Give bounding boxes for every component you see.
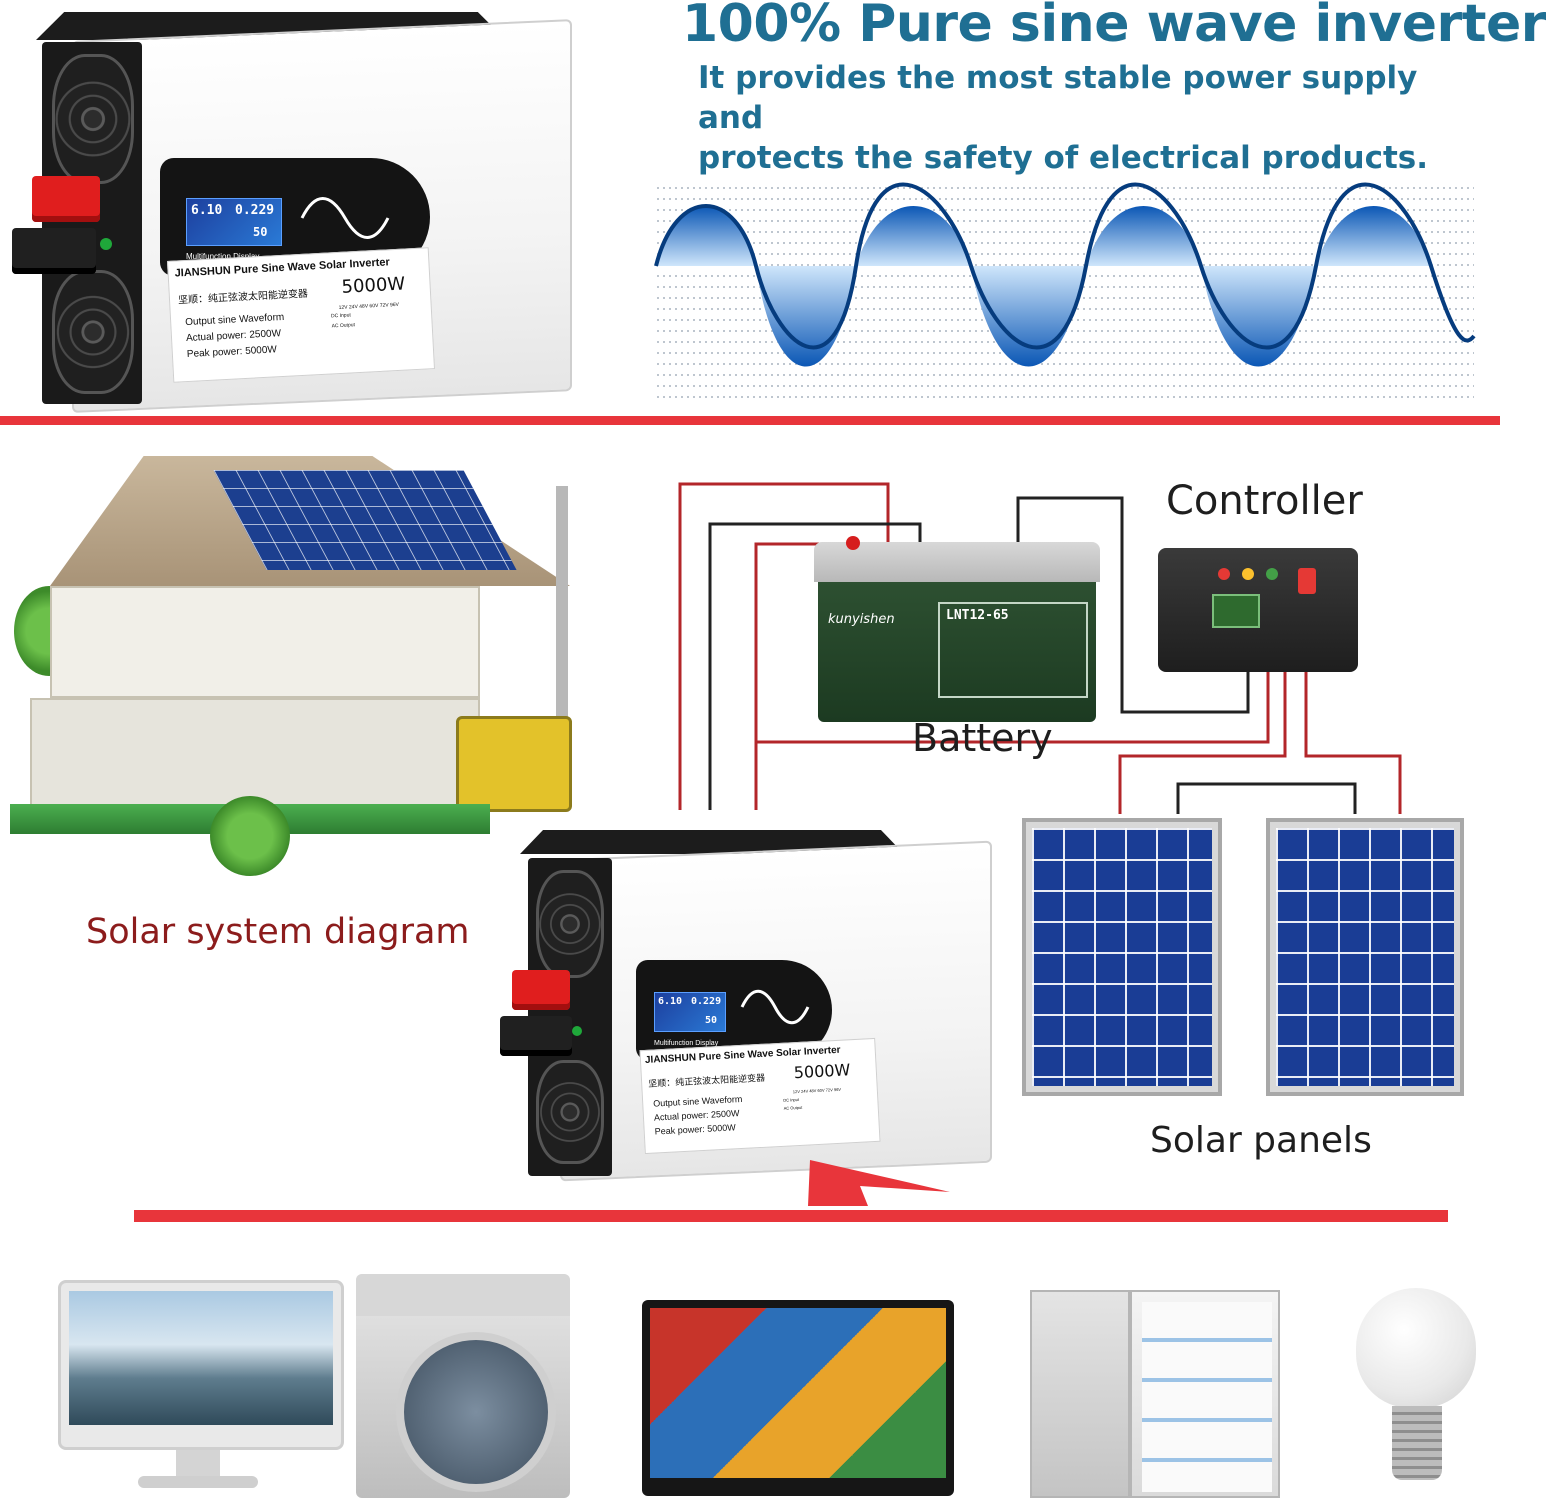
controller-led-green <box>1266 568 1278 580</box>
dc-input: DC Input <box>783 1096 800 1103</box>
television <box>642 1300 954 1496</box>
negative-terminal <box>12 228 96 274</box>
battery-plate: LNT12-65 <box>938 602 1088 698</box>
controller-led-yellow <box>1242 568 1254 580</box>
solar-cells <box>1032 828 1212 1086</box>
sine-wave-graphic <box>654 182 1476 400</box>
lcd-right-value: 0.229 <box>691 996 722 1007</box>
washer-panel <box>356 1274 570 1316</box>
ac-output: AC Output <box>331 322 356 330</box>
solar-diagram-section: Solar system diagram Controller kunyishe… <box>0 426 1500 1196</box>
solar-system-label: Solar system diagram <box>86 912 470 952</box>
refrigerator-open <box>1130 1290 1280 1498</box>
charge-controller <box>1158 548 1358 672</box>
power-led <box>572 1026 582 1036</box>
battery-brand: kunyishen <box>828 612 895 627</box>
spec-label-card: JIANSHUN Pure Sine Wave Solar Inverter 坚… <box>639 1037 881 1155</box>
inverter-mini <box>456 716 572 812</box>
solar-cells <box>1276 828 1454 1086</box>
top-section: 6.10 0.229 50 Multifunction Display JIAN… <box>0 0 1546 415</box>
dc-input: DC Input <box>330 312 351 320</box>
arrow-icon <box>808 1160 950 1206</box>
appliances-row <box>0 1240 1500 1500</box>
spec-peak: Peak power: 5000W <box>186 344 278 361</box>
negative-terminal <box>500 1016 572 1056</box>
bulb-base <box>1392 1406 1442 1480</box>
spec-actual: Actual power: 2500W <box>653 1108 740 1123</box>
spec-label-card: JIANSHUN Pure Sine Wave Solar Inverter 坚… <box>166 247 436 383</box>
wattage: 5000W <box>793 1060 851 1083</box>
headline-subtitle: It provides the most stable power supply… <box>698 58 1488 178</box>
light-bulb <box>1356 1288 1476 1408</box>
fan-icon <box>52 270 134 394</box>
display-label: Multifunction Display <box>186 252 260 261</box>
spec-output: Output sine Waveform <box>652 1093 743 1109</box>
solar-panel-right <box>1266 818 1464 1096</box>
power-led <box>100 238 112 250</box>
chinese-line: 坚顺：纯正弦波太阳能逆变器 <box>177 288 309 307</box>
monitor-frame <box>58 1280 344 1450</box>
lcd-frequency: 50 <box>705 1015 718 1026</box>
monitor-base <box>138 1476 258 1488</box>
chinese-line: 坚顺：纯正弦波太阳能逆变器 <box>647 1072 766 1089</box>
controller-screen <box>1212 594 1260 628</box>
lcd-left-value: 6.10 <box>658 996 683 1007</box>
ac-output: AC Output <box>783 1104 803 1111</box>
lcd-right-value: 0.229 <box>235 203 275 218</box>
subtitle-line-2: protects the safety of electrical produc… <box>698 140 1428 176</box>
appliance-divider <box>134 1210 1448 1222</box>
computer-monitor <box>58 1280 344 1496</box>
positive-terminal <box>512 970 570 1010</box>
fan-icon <box>536 1060 604 1164</box>
spec-peak: Peak power: 5000W <box>654 1122 736 1137</box>
house-upper-floor <box>50 586 480 698</box>
inverter-product-top: 6.10 0.229 50 Multifunction Display JIAN… <box>12 8 572 413</box>
sine-wave-icon <box>300 197 390 239</box>
battery: kunyishen LNT12-65 <box>814 536 1100 722</box>
section-divider <box>0 416 1500 425</box>
subtitle-line-1: It provides the most stable power supply… <box>698 60 1418 136</box>
battery-lid <box>814 542 1100 582</box>
voltage-options: 12V 24V 48V 60V 72V 96V <box>792 1086 842 1095</box>
controller-led-red <box>1218 568 1230 580</box>
lcd-screen: 6.10 0.229 50 <box>654 992 726 1032</box>
battery-positive-post <box>846 536 860 550</box>
solar-panel-left <box>1022 818 1222 1096</box>
fan-icon <box>52 54 134 184</box>
fan-icon <box>536 870 604 978</box>
wiring-lines <box>678 482 1402 814</box>
wattage: 5000W <box>341 273 406 298</box>
lcd-frequency: 50 <box>253 225 268 239</box>
battery-model: LNT12-65 <box>946 608 1009 623</box>
spec-output: Output sine Waveform <box>184 311 285 329</box>
washer-door <box>396 1332 556 1492</box>
lcd-left-value: 6.10 <box>191 203 223 218</box>
inverter-product-middle: 6.10 0.229 50 Multifunction Display JIAN… <box>500 830 994 1192</box>
positive-terminal <box>32 176 100 222</box>
fridge-shelves <box>1142 1302 1272 1492</box>
tv-screen <box>650 1308 946 1478</box>
sine-wave-icon <box>740 989 810 1025</box>
refrigerator <box>1030 1290 1130 1498</box>
display-label: Multifunction Display <box>654 1040 719 1047</box>
battery-label: Battery <box>912 716 1053 760</box>
battery-case: kunyishen LNT12-65 <box>818 582 1096 722</box>
solar-panels-label: Solar panels <box>1150 1120 1372 1161</box>
controller-switch <box>1298 568 1316 594</box>
monitor-stand <box>176 1450 220 1476</box>
voltage-options: 12V 24V 48V 60V 72V 96V <box>338 301 400 312</box>
headline-title: 100% Pure sine wave inverter <box>682 0 1546 54</box>
controller-label: Controller <box>1166 478 1363 524</box>
house-illustration <box>10 436 580 876</box>
spec-actual: Actual power: 2500W <box>185 328 282 345</box>
lcd-screen: 6.10 0.229 50 <box>186 198 282 246</box>
tree <box>210 796 290 876</box>
monitor-screen <box>69 1291 333 1425</box>
washing-machine <box>356 1274 570 1498</box>
